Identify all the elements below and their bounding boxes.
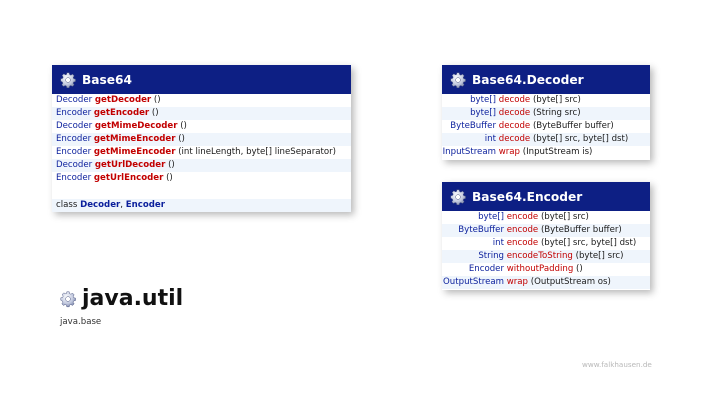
return-type[interactable]: Decoder [56,160,93,170]
class-keyword: class [56,200,78,210]
method-args: () [180,121,187,131]
nested-classes-row: class Decoder, Encoder [52,199,351,212]
gear-icon [450,189,466,205]
method-name[interactable]: getMimeEncoder [93,147,176,157]
method-name[interactable]: decode [498,121,531,131]
method-args: (byte[] src, byte[] dst) [532,134,629,144]
method-name[interactable]: getEncoder [93,108,150,118]
return-type[interactable]: Encoder [56,173,92,183]
method-row[interactable]: Encoder getUrlEncoder () [52,172,351,185]
method-row[interactable]: Encoder getEncoder () [52,107,351,120]
method-row[interactable]: String encodeToString (byte[] src) [442,250,650,263]
return-type[interactable]: String [478,251,504,261]
method-row[interactable]: ByteBuffer decode (ByteBuffer buffer) [442,120,650,133]
method-list: byte[] decode (byte[] src)byte[] decode … [442,94,650,159]
class-title: Base64 [82,72,132,87]
method-row[interactable]: byte[] decode (byte[] src) [442,94,650,107]
method-row[interactable]: Encoder getMimeEncoder () [52,133,351,146]
return-type[interactable]: ByteBuffer [458,225,504,235]
return-type[interactable]: byte[] [478,212,504,222]
method-row[interactable]: byte[] encode (byte[] src) [442,211,650,224]
method-args: (byte[] src, byte[] dst) [540,238,637,248]
method-name[interactable]: withoutPadding [506,264,574,274]
method-row[interactable]: int decode (byte[] src, byte[] dst) [442,133,650,146]
method-name[interactable]: decode [498,134,531,144]
class-box-encoder: Base64.Encoder byte[] encode (byte[] src… [442,182,650,290]
nested-separator: , [120,200,123,210]
return-type[interactable]: int [484,134,496,144]
method-name[interactable]: wrap [498,147,521,157]
nested-class-decoder[interactable]: Decoder [80,200,121,210]
method-args: () [178,134,185,144]
method-args: (byte[] src) [575,251,624,261]
module-name: java.base [60,317,102,327]
method-args: (OutputStream os) [530,277,611,287]
method-row[interactable]: Encoder withoutPadding () [442,263,650,276]
method-name[interactable]: encode [506,225,539,235]
return-type[interactable]: Decoder [56,121,93,131]
method-args: () [166,173,173,183]
method-name[interactable]: getDecoder [94,95,152,105]
method-args: () [168,160,175,170]
method-row[interactable]: int encode (byte[] src, byte[] dst) [442,237,650,250]
return-type[interactable]: byte[] [470,95,496,105]
method-row[interactable]: Decoder getUrlDecoder () [52,159,351,172]
method-args: (byte[] src) [532,95,581,105]
class-box-base64: Base64 Decoder getDecoder ()Encoder getE… [52,65,351,212]
method-name[interactable]: decode [498,108,531,118]
method-list: byte[] encode (byte[] src)ByteBuffer enc… [442,211,650,289]
method-args: () [153,95,161,105]
method-row[interactable]: Decoder getDecoder () [52,94,351,107]
method-name[interactable]: encode [506,238,539,248]
package-name: java.util [82,286,184,311]
method-list: Decoder getDecoder ()Encoder getEncoder … [52,94,351,185]
method-args: (InputStream is) [522,147,593,157]
method-name[interactable]: wrap [506,277,529,287]
method-name[interactable]: encodeToString [506,251,573,261]
class-title: Base64.Encoder [472,189,583,204]
class-header-encoder: Base64.Encoder [442,182,650,211]
class-header-decoder: Base64.Decoder [442,65,650,94]
method-row[interactable]: ByteBuffer encode (ByteBuffer buffer) [442,224,650,237]
package-label: java.util [60,286,183,311]
return-type[interactable]: OutputStream [443,277,504,287]
return-type[interactable]: Encoder [56,134,92,144]
nested-class-encoder[interactable]: Encoder [125,200,165,210]
method-name[interactable]: encode [506,212,539,222]
return-type[interactable]: int [492,238,504,248]
return-type[interactable]: Encoder [56,147,92,157]
method-name[interactable]: getMimeEncoder [93,134,176,144]
method-args: () [576,264,583,274]
gear-icon [60,72,76,88]
method-row[interactable]: byte[] decode (String src) [442,107,650,120]
method-row[interactable]: InputStream wrap (InputStream is) [442,146,650,159]
class-box-decoder: Base64.Decoder byte[] decode (byte[] src… [442,65,650,160]
gear-icon [60,288,76,310]
return-type[interactable]: InputStream [442,147,496,157]
credit-link[interactable]: www.falkhausen.de [582,360,652,369]
method-name[interactable]: getUrlDecoder [94,160,166,170]
return-type[interactable]: Encoder [468,264,504,274]
method-args: (ByteBuffer buffer) [540,225,622,235]
method-row[interactable]: Decoder getMimeDecoder () [52,120,351,133]
method-name[interactable]: getUrlEncoder [93,173,164,183]
class-header-base64: Base64 [52,65,351,94]
return-type[interactable]: byte[] [470,108,496,118]
method-name[interactable]: decode [498,95,531,105]
method-name[interactable]: getMimeDecoder [94,121,178,131]
method-row[interactable]: Encoder getMimeEncoder (int lineLength, … [52,146,351,159]
return-type[interactable]: Encoder [56,108,92,118]
return-type[interactable]: Decoder [56,95,93,105]
method-args: (ByteBuffer buffer) [532,121,614,131]
class-title: Base64.Decoder [472,72,584,87]
gear-icon [450,72,466,88]
method-args: () [151,108,159,118]
method-row[interactable]: OutputStream wrap (OutputStream os) [442,276,650,289]
return-type[interactable]: ByteBuffer [450,121,496,131]
method-args: (String src) [532,108,581,118]
method-args: (byte[] src) [540,212,589,222]
method-args: (int lineLength, byte[] lineSeparator) [178,147,337,157]
